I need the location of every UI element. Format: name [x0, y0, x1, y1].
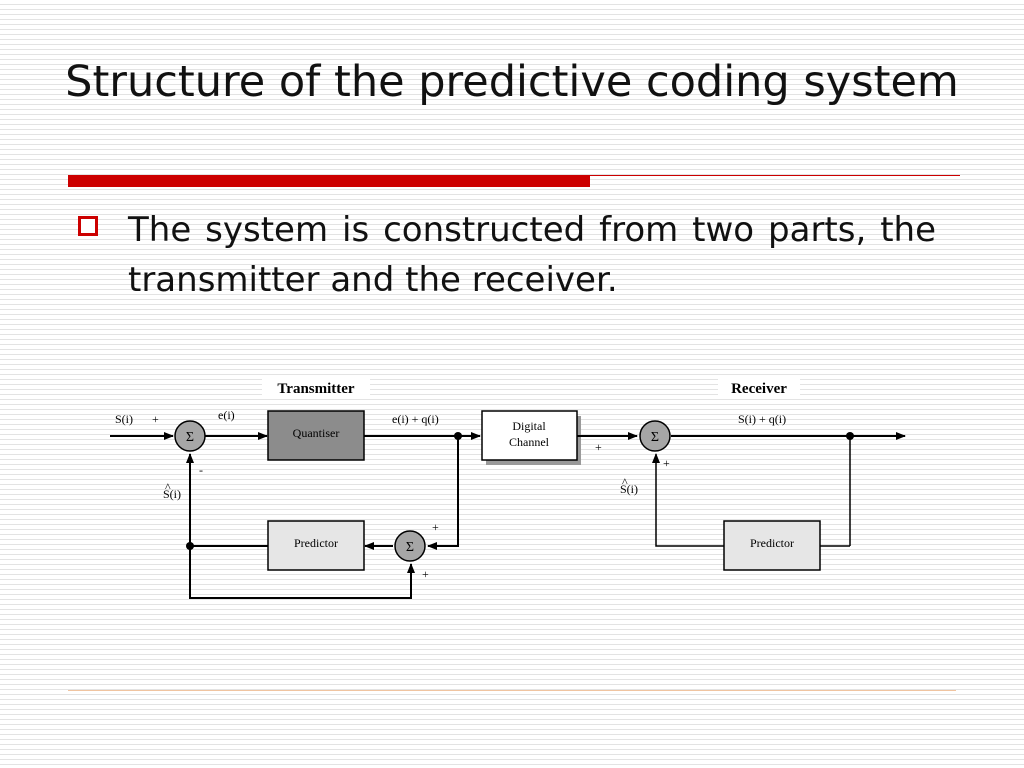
- receiver-summing-junction: [639, 420, 671, 452]
- digital-channel-label-line1: Digital: [512, 419, 546, 433]
- receiver-plus-sign: +: [663, 456, 670, 470]
- slide-title: Structure of the predictive coding syste…: [65, 57, 959, 107]
- transmitter-predictor-block: [267, 520, 365, 571]
- receiver-label: Receiver: [731, 381, 787, 397]
- digital-channel-block: [481, 410, 578, 461]
- predictive-coding-diagram: Transmitter Receiver Σ Quantiser Predict…: [110, 376, 906, 599]
- square-bullet-icon: [78, 216, 98, 236]
- title-underline-thick: [68, 175, 590, 187]
- prediction-minus-sign: -: [199, 463, 203, 477]
- output-signal-label: S(i) + q(i): [738, 412, 786, 426]
- input-signal-label: S(i): [115, 412, 133, 426]
- receiver-sigma-symbol: Σ: [651, 430, 659, 445]
- transmitter-predictor-label: Predictor: [294, 536, 338, 550]
- sum2-top-plus-sign: +: [432, 520, 439, 534]
- quantiser-block: [267, 410, 365, 461]
- transmitter-prediction-label: S(i): [163, 487, 181, 501]
- receiver-predictor-block: [723, 520, 821, 571]
- receiver-label-bg: [718, 376, 800, 398]
- quantised-signal-label: e(i) + q(i): [392, 412, 439, 426]
- receiver-prediction-hat: ^: [622, 475, 628, 489]
- quantiser-label: Quantiser: [293, 426, 340, 440]
- bullet-text: The system is constructed from two parts…: [128, 210, 936, 300]
- error-signal-label: e(i): [218, 408, 235, 422]
- footer-rule: [68, 690, 956, 691]
- predictor-summing-junction: [394, 530, 426, 562]
- prediction-loop-line: [189, 546, 415, 599]
- predictor-sigma-symbol: Σ: [406, 540, 414, 555]
- digital-channel-label-line2: Channel: [509, 435, 550, 449]
- transmitter-label: Transmitter: [277, 381, 355, 397]
- channel-plus-sign: +: [595, 440, 602, 454]
- transmitter-summing-junction: [174, 420, 206, 452]
- sum2-bottom-plus-sign: +: [422, 567, 429, 581]
- feedback-down-line: [427, 436, 459, 550]
- transmitter-label-bg: [262, 376, 370, 398]
- transmitter-prediction-hat: ^: [165, 480, 171, 494]
- receiver-prediction-line: [652, 453, 724, 547]
- receiver-prediction-label: S(i): [620, 482, 638, 496]
- transmitter-sigma-symbol: Σ: [186, 430, 194, 445]
- receiver-predictor-label: Predictor: [750, 536, 794, 550]
- input-plus-sign: +: [152, 412, 159, 426]
- title-underline-thin: [590, 175, 960, 176]
